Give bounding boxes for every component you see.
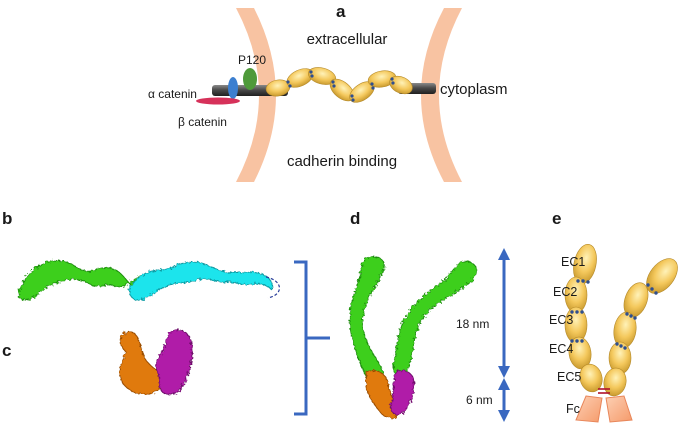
cyan-protein-b	[129, 261, 274, 301]
green-protein-d-left	[349, 256, 385, 381]
magenta-protein-c	[155, 329, 193, 395]
fc-label: Fc	[566, 402, 580, 416]
panel-b: b	[2, 209, 280, 301]
ec1-label: EC1	[561, 255, 585, 269]
magenta-protein-d	[390, 370, 415, 416]
calcium-ions-a	[286, 70, 395, 102]
fc-domain	[575, 395, 633, 423]
panel-e: e EC	[549, 209, 678, 423]
panel-label-b: b	[2, 209, 12, 228]
p120-shape	[243, 68, 257, 90]
alpha-catenin-shape	[228, 77, 238, 99]
p120-label: P120	[238, 53, 266, 67]
length-6nm-label: 6 nm	[466, 393, 493, 407]
ec5-label: EC5	[557, 370, 581, 384]
calcium-ions-e	[570, 279, 658, 350]
panel-label-d: d	[350, 209, 360, 228]
length-18nm-label: 18 nm	[456, 317, 489, 331]
bracket	[294, 260, 330, 416]
panel-label-c: c	[2, 341, 11, 360]
dashed-loop-b	[265, 276, 280, 299]
panel-d: d 18 nm 6 nm	[349, 209, 510, 422]
disulfide-bond	[598, 388, 610, 394]
panel-label-a: a	[336, 2, 346, 21]
cadherin-binding-label: cadherin binding	[287, 153, 397, 170]
right-membrane	[421, 8, 462, 182]
cytoplasm-label: cytoplasm	[440, 81, 508, 98]
cadherin-chain	[265, 67, 413, 103]
alpha-catenin-label: α catenin	[148, 87, 197, 101]
ec2-label: EC2	[553, 285, 577, 299]
beta-catenin-label: β catenin	[178, 115, 227, 129]
extracellular-label: extracellular	[307, 31, 388, 48]
panel-label-e: e	[552, 209, 561, 228]
ec4-label: EC4	[549, 342, 573, 356]
cadherin-left-e	[564, 244, 603, 393]
panel-a: a extracellular cytop	[148, 2, 508, 182]
ec3-label: EC3	[549, 313, 573, 327]
left-membrane	[236, 8, 276, 182]
panel-c: c	[2, 329, 193, 395]
cadherin-right-e	[603, 258, 678, 397]
beta-catenin-shape	[196, 97, 240, 105]
